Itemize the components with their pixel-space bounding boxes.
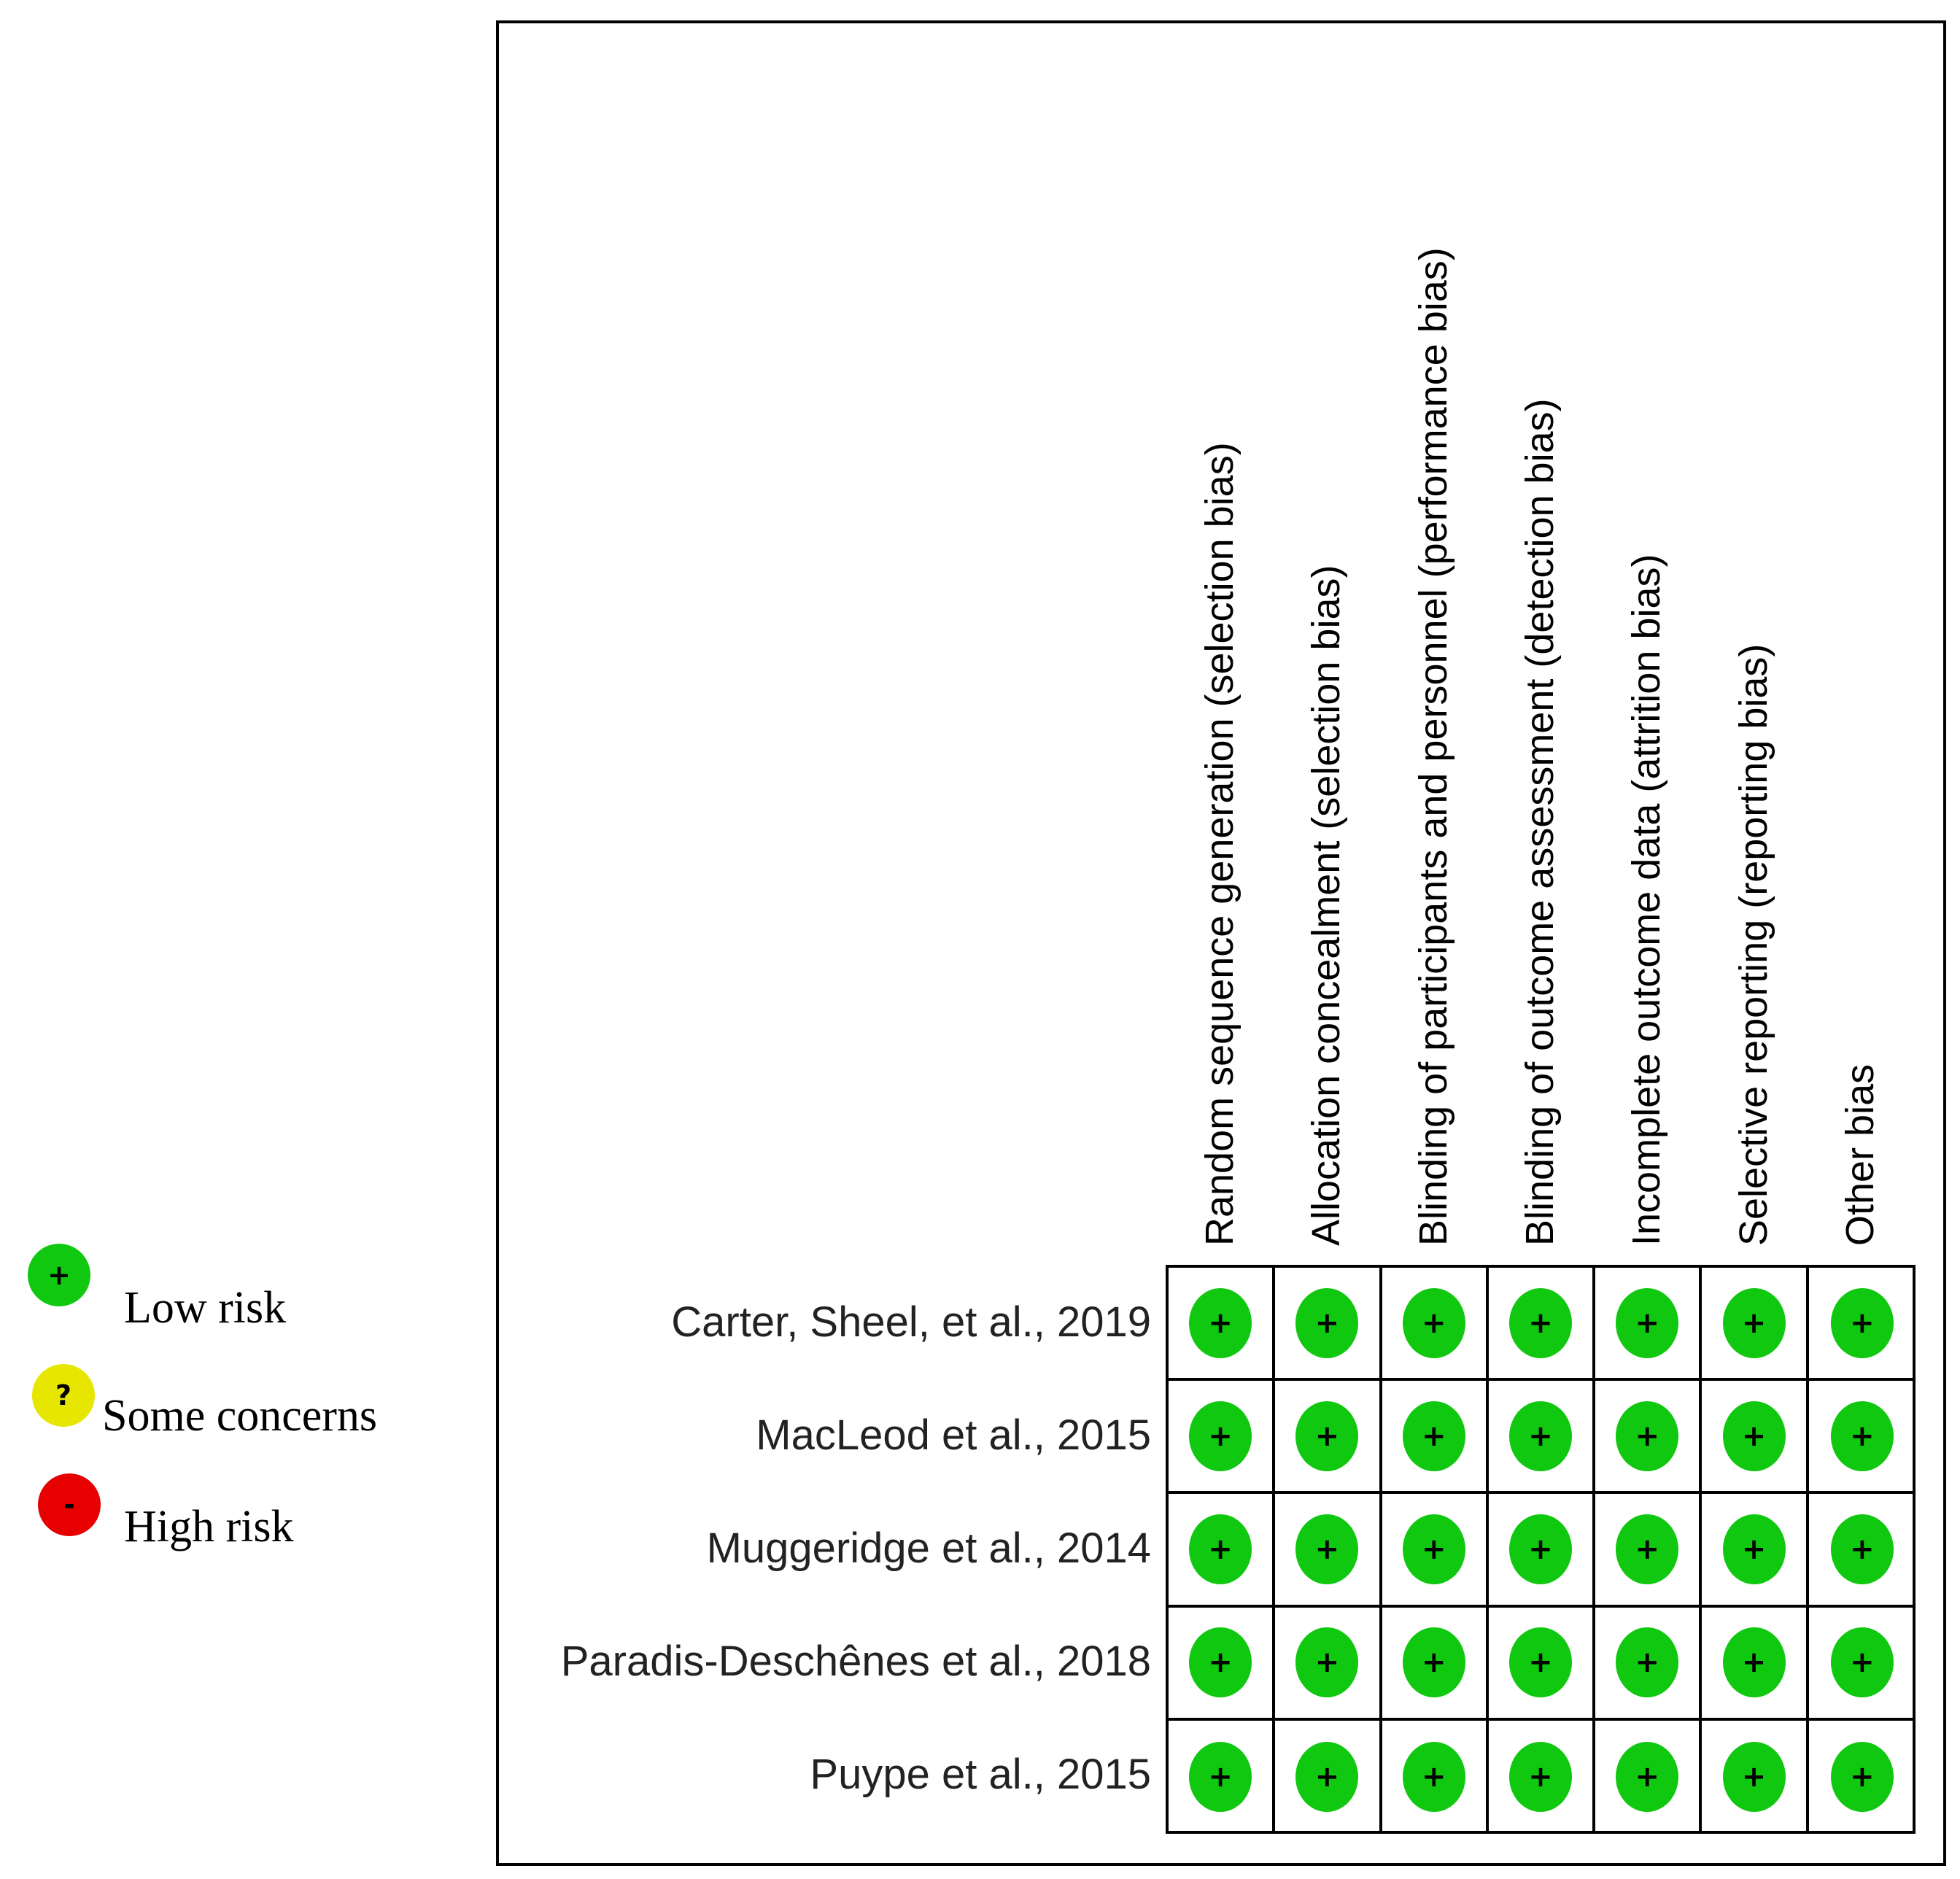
low-risk-icon: + <box>1508 1742 1572 1813</box>
grid-cell: + <box>1275 1268 1382 1382</box>
grid-cell: + <box>1488 1381 1596 1495</box>
grid-cell: + <box>1382 1381 1489 1495</box>
low-risk-icon: + <box>1508 1400 1572 1471</box>
grid-cell: + <box>1702 1268 1809 1382</box>
column-header: Blinding of participants and personnel (… <box>1411 247 1455 1246</box>
low-risk-icon: + <box>1722 1287 1786 1358</box>
low-risk-icon: + <box>1616 1627 1679 1698</box>
low-risk-icon: + <box>1189 1742 1252 1813</box>
low-risk-icon: + <box>1295 1287 1359 1358</box>
grid-cell: + <box>1808 1608 1916 1721</box>
grid-cell: + <box>1702 1381 1809 1495</box>
study-label: Muggeridge et al., 2014 <box>706 1524 1151 1572</box>
low-risk-icon: + <box>1402 1514 1465 1584</box>
low-risk-icon: + <box>1616 1742 1679 1813</box>
low-risk-icon: + <box>1722 1627 1786 1698</box>
low-risk-icon: + <box>1295 1627 1359 1698</box>
low-risk-icon: + <box>1402 1627 1465 1698</box>
grid-cell: + <box>1595 1607 1703 1721</box>
grid-cell: + <box>1808 1494 1916 1608</box>
grid-cell: + <box>1488 1268 1596 1382</box>
grid-cell: + <box>1808 1381 1916 1495</box>
grid-cell: + <box>1382 1720 1489 1834</box>
legend-label: Low risk <box>124 1283 287 1333</box>
grid-cell: + <box>1595 1268 1703 1382</box>
legend-some-concerns-icon: ? <box>32 1364 95 1427</box>
column-header: Other bias <box>1837 1064 1882 1246</box>
column-header: Allocation concealment (selection bias) <box>1304 565 1349 1246</box>
low-risk-icon: + <box>1830 1400 1894 1471</box>
legend-high-icon: - <box>38 1473 101 1536</box>
grid-cell: + <box>1275 1720 1382 1834</box>
grid-cell: + <box>1169 1720 1276 1834</box>
low-risk-icon: + <box>1830 1742 1894 1813</box>
study-label: Puype et al., 2015 <box>810 1751 1151 1799</box>
grid-cell: + <box>1595 1381 1703 1495</box>
column-header: Incomplete outcome data (attrition bias) <box>1624 554 1669 1246</box>
low-risk-icon: + <box>1508 1627 1572 1698</box>
low-risk-icon: + <box>1508 1287 1572 1358</box>
grid-cell: + <box>1488 1607 1596 1721</box>
low-risk-icon: + <box>1189 1627 1252 1698</box>
grid-cell: + <box>1702 1720 1809 1834</box>
low-risk-icon: + <box>1402 1742 1465 1813</box>
risk-of-bias-frame <box>496 20 1946 1866</box>
grid-cell: + <box>1169 1268 1276 1382</box>
grid-cell: + <box>1808 1268 1916 1382</box>
low-risk-icon: + <box>1402 1287 1465 1358</box>
column-header: Blinding of outcome assessment (detectio… <box>1518 398 1562 1246</box>
low-risk-icon: + <box>1189 1514 1252 1584</box>
low-risk-icon: + <box>1722 1742 1786 1813</box>
grid-cell: + <box>1169 1494 1276 1608</box>
grid-cell: + <box>1275 1494 1382 1608</box>
low-risk-icon: + <box>1295 1400 1359 1471</box>
grid-cell: + <box>1489 1720 1596 1834</box>
low-risk-icon: + <box>1722 1400 1786 1471</box>
low-risk-icon: + <box>1189 1287 1252 1358</box>
risk-of-bias-grid: + + + + + + + + + + + + + + + + + + + + + + + + + + + + + + + + + + + <box>1166 1265 1916 1834</box>
legend-label: High risk <box>124 1502 294 1551</box>
legend-low-icon: + <box>28 1244 90 1306</box>
low-risk-icon: + <box>1616 1400 1679 1471</box>
column-header: Selective reporting (reporting bias) <box>1731 643 1775 1246</box>
grid-cell: + <box>1809 1721 1916 1834</box>
grid-cell: + <box>1382 1494 1489 1608</box>
low-risk-icon: + <box>1830 1514 1894 1584</box>
low-risk-icon: + <box>1616 1514 1679 1584</box>
grid-cell: + <box>1169 1381 1276 1495</box>
grid-cell: + <box>1275 1607 1382 1721</box>
grid-cell: + <box>1382 1268 1489 1382</box>
study-label: Carter, Sheel, et al., 2019 <box>671 1298 1151 1346</box>
grid-cell: + <box>1702 1494 1809 1608</box>
low-risk-icon: + <box>1830 1627 1894 1698</box>
grid-cell: + <box>1382 1607 1489 1721</box>
low-risk-icon: + <box>1508 1514 1572 1584</box>
grid-cell: + <box>1488 1494 1596 1608</box>
legend-label: Some concerns <box>102 1391 378 1441</box>
low-risk-icon: + <box>1295 1742 1359 1813</box>
low-risk-icon: + <box>1830 1287 1894 1358</box>
grid-cell: + <box>1275 1381 1382 1495</box>
low-risk-icon: + <box>1616 1287 1679 1358</box>
study-label: Paradis-Deschênes et al., 2018 <box>560 1638 1151 1686</box>
low-risk-icon: + <box>1295 1514 1359 1584</box>
grid-cell: + <box>1595 1720 1703 1834</box>
column-header: Random sequence generation (selection bi… <box>1198 442 1242 1246</box>
study-label: MacLeod et al., 2015 <box>756 1411 1151 1459</box>
grid-cell: + <box>1702 1607 1809 1721</box>
low-risk-icon: + <box>1722 1514 1786 1584</box>
low-risk-icon: + <box>1189 1400 1252 1471</box>
grid-cell: + <box>1169 1607 1276 1721</box>
grid-cell: + <box>1595 1494 1703 1608</box>
low-risk-icon: + <box>1402 1400 1465 1471</box>
